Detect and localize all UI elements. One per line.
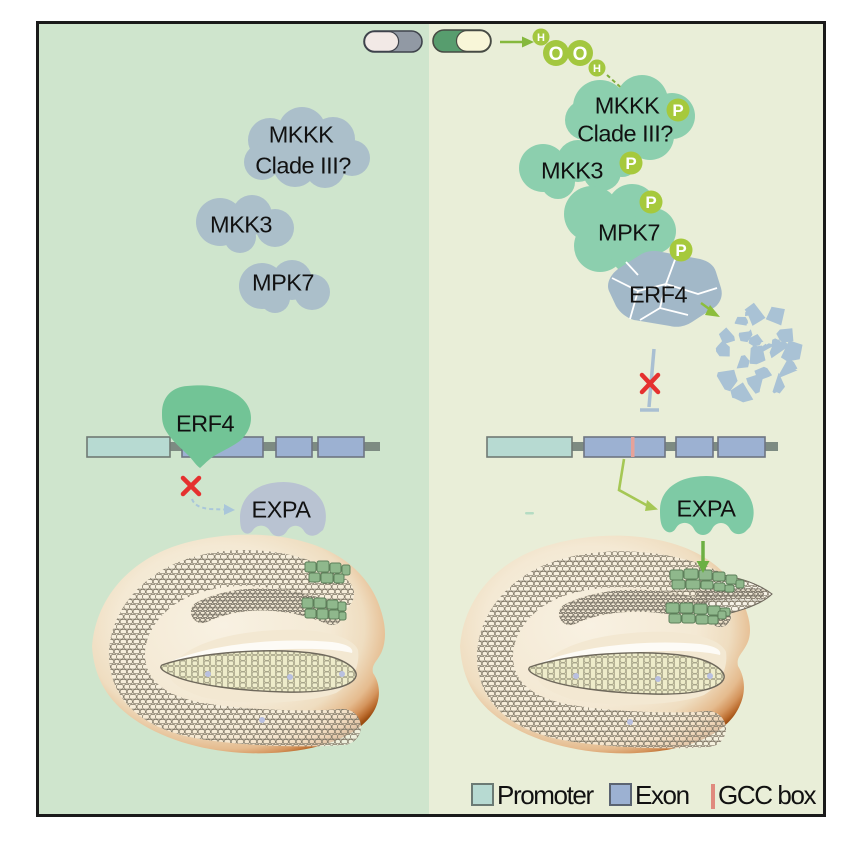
svg-text:Exon: Exon [635,780,689,810]
svg-text:MPK7: MPK7 [598,220,660,246]
svg-text:P: P [675,241,686,260]
svg-text:Clade III?: Clade III? [577,121,673,147]
svg-text:MKKK: MKKK [595,93,660,119]
svg-text:H: H [593,63,601,75]
svg-text:P: P [672,101,683,120]
svg-text:GCC box: GCC box [718,780,817,810]
svg-text:MPK7: MPK7 [252,270,314,296]
svg-text:ERF4: ERF4 [176,411,235,437]
svg-text:H: H [537,32,545,44]
svg-text:EXPA: EXPA [252,497,312,523]
svg-text:ERF4: ERF4 [629,282,688,308]
svg-text:O: O [573,44,588,65]
svg-text:EXPA: EXPA [677,496,737,522]
svg-text:P: P [625,154,636,173]
svg-text:Clade III?: Clade III? [255,153,351,179]
svg-text:MKK3: MKK3 [541,158,603,184]
svg-text:MKKK: MKKK [269,122,334,148]
svg-text:Promoter: Promoter [497,780,594,810]
svg-text:P: P [645,193,656,212]
svg-text:O: O [549,44,564,65]
svg-text:MKK3: MKK3 [210,212,272,238]
